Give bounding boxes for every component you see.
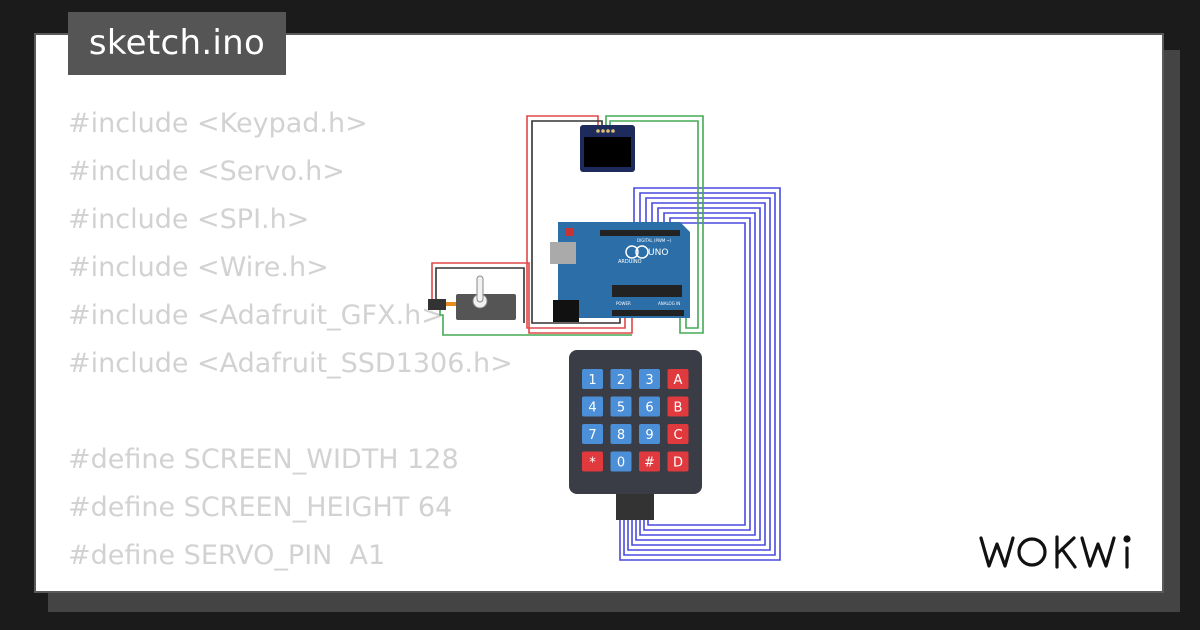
keypad-key-9 xyxy=(610,424,632,444)
oled-display xyxy=(580,125,635,172)
board-name: UNO xyxy=(648,248,668,258)
wokwi-logo xyxy=(979,535,1131,569)
keypad-key-1 xyxy=(610,369,632,389)
keypad-key-3 xyxy=(667,369,689,389)
keypad-key-label: 5 xyxy=(617,401,625,416)
keypad-key-label: C xyxy=(673,428,682,443)
code-snippet: #include <Keypad.h> #include <Servo.h> #… xyxy=(68,100,513,580)
keypad-key-label: 2 xyxy=(617,373,625,388)
board-header-label: DIGITAL (PWM ~) xyxy=(637,238,672,243)
keypad-key-12 xyxy=(582,451,603,472)
keypad-key-label: A xyxy=(674,373,683,388)
code-line: #define SCREEN_HEIGHT 64 xyxy=(68,492,453,523)
keypad-key-label: 3 xyxy=(645,373,653,388)
oled-wires xyxy=(526,115,704,334)
keypad-key-label: 9 xyxy=(645,428,653,443)
code-line: #define SCREEN_WIDTH 128 xyxy=(68,444,459,475)
code-line: #include <Servo.h> xyxy=(68,156,345,187)
sketch-title: sketch.ino xyxy=(68,12,286,75)
servo-motor xyxy=(428,275,516,320)
keypad-key-label: * xyxy=(589,456,596,471)
code-line: #include <Keypad.h> xyxy=(68,108,368,139)
keypad-key-0 xyxy=(582,369,603,389)
keypad-key-6 xyxy=(639,396,660,417)
board-brand: ARDUINO xyxy=(618,259,642,265)
code-line: #define SERVO_PIN A1 xyxy=(68,540,386,571)
keypad-key-7 xyxy=(667,396,689,417)
board-analog-label: ANALOG IN xyxy=(658,301,680,306)
keypad-key-label: # xyxy=(644,456,655,471)
code-line: #include <Wire.h> xyxy=(68,252,329,283)
keypad-key-11 xyxy=(667,424,689,444)
code-line: #include <SPI.h> xyxy=(68,204,310,235)
keypad-key-14 xyxy=(639,451,660,472)
keypad-key-8 xyxy=(582,424,603,444)
keypad-key-10 xyxy=(639,424,660,444)
keypad-key-label: D xyxy=(673,456,683,471)
board-power-label: POWER xyxy=(616,301,631,306)
keypad-key-label: 7 xyxy=(588,428,596,443)
keypad-key-label: 1 xyxy=(588,373,596,388)
keypad-key-15 xyxy=(667,451,689,472)
code-line: #include <Adafruit_GFX.h> xyxy=(68,300,444,331)
code-line: #include <Adafruit_SSD1306.h> xyxy=(68,348,513,379)
keypad-key-label: 8 xyxy=(617,428,625,443)
keypad-key-label: 0 xyxy=(617,456,625,471)
keypad-key-13 xyxy=(610,451,632,472)
keypad-key-label: 4 xyxy=(588,401,596,416)
keypad-keys: 1 2 3 A 4 5 6 B 7 8 9 C * 0 # D xyxy=(582,369,689,472)
servo-wires xyxy=(431,262,633,336)
keypad-key-5 xyxy=(610,396,632,417)
keypad-key-2 xyxy=(639,369,660,389)
keypad-key-label: B xyxy=(674,401,683,416)
keypad-key-4 xyxy=(582,396,603,417)
arduino-uno-board: UNO ARDUINO DIGITAL (PWM ~) ANALOG IN PO… xyxy=(550,222,690,322)
keypad-key-label: 6 xyxy=(645,401,653,416)
membrane-keypad: 1 2 3 A 4 5 6 B 7 8 9 C * 0 # D xyxy=(569,350,702,520)
